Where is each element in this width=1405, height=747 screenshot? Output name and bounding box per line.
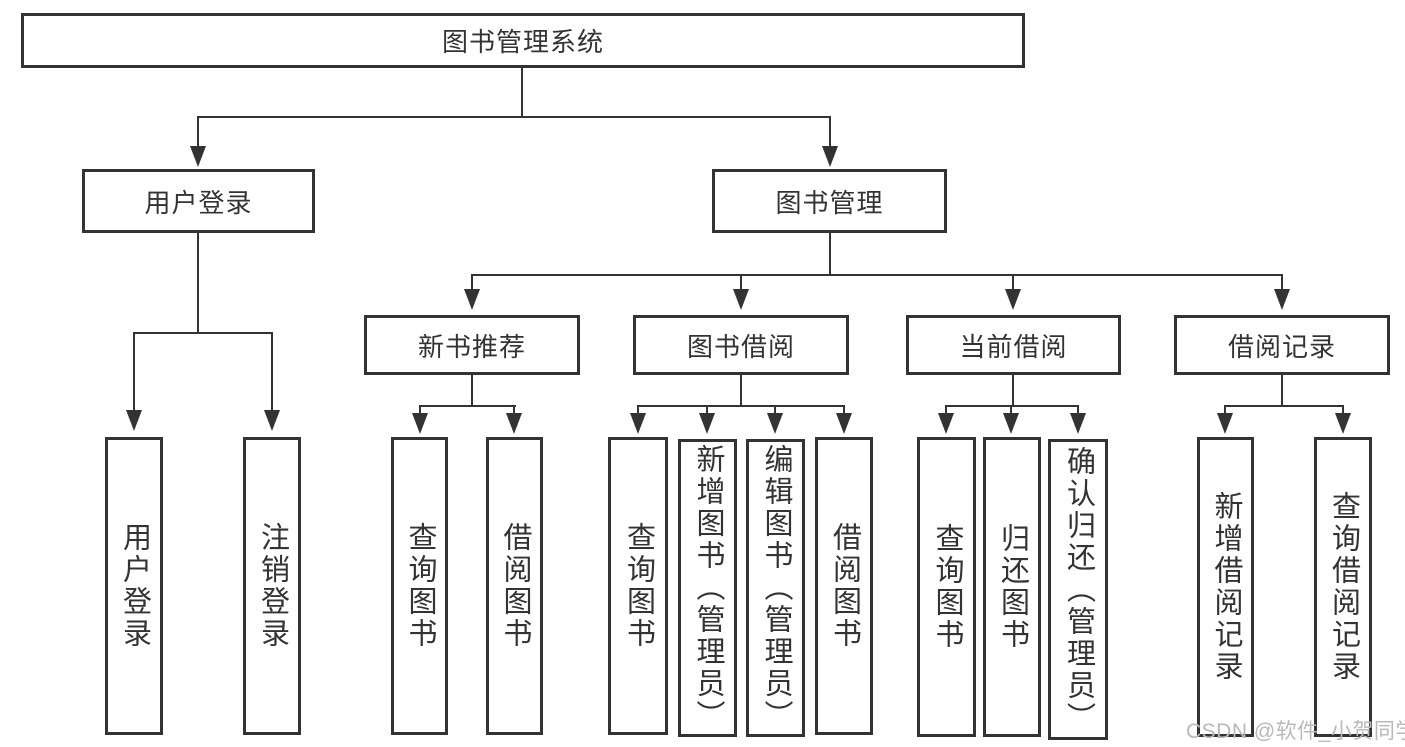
connector-leaf-shaft bbox=[637, 405, 639, 416]
connector-l3-shaft bbox=[1012, 274, 1014, 290]
csdn-watermark: CSDN @软件_小贺同学 bbox=[1186, 720, 1405, 743]
leaf-user-login-label: 用户登录 bbox=[118, 522, 151, 650]
leaf-query-borrow-record: 查询借阅记录 bbox=[1314, 437, 1372, 737]
leaf-confirm-return-admin: 确认归还（管理员） bbox=[1048, 439, 1108, 740]
arrow-down-icon bbox=[836, 413, 852, 434]
connector-bookmgmt-hline bbox=[471, 274, 1283, 276]
arrow-down-icon bbox=[126, 410, 142, 431]
arrow-down-icon bbox=[1217, 413, 1233, 434]
leaf-borrow-books: 借阅图书 bbox=[486, 437, 543, 735]
leaf-edit-books-admin: 编辑图书（管理员） bbox=[746, 439, 805, 737]
connector-newbooks-hline bbox=[419, 405, 516, 407]
connector-l3-shaft bbox=[1281, 274, 1283, 290]
leaf-logout: 注销登录 bbox=[243, 437, 301, 735]
node-book-management: 图书管理 bbox=[712, 169, 947, 233]
leaf-query-books: 查询图书 bbox=[608, 437, 668, 735]
connector-bookmgmt-vline bbox=[829, 233, 831, 276]
connector-root-vline bbox=[521, 68, 523, 118]
connector-current-hline bbox=[945, 405, 1079, 407]
leaf-query-borrow-record-label: 查询借阅记录 bbox=[1327, 491, 1360, 683]
node-library-system-label: 图书管理系统 bbox=[441, 27, 604, 57]
connector-records-vline bbox=[1281, 375, 1283, 407]
connector-leaf-shaft bbox=[271, 332, 273, 411]
node-book-borrowing-label: 图书借阅 bbox=[686, 331, 795, 362]
connector-root-hline bbox=[197, 116, 831, 118]
connector-leaf-shaft bbox=[419, 405, 421, 416]
leaf-query-books-label: 查询图书 bbox=[404, 522, 436, 650]
arrow-down-icon bbox=[1274, 289, 1290, 310]
arrow-down-icon bbox=[412, 413, 428, 434]
arrow-down-icon bbox=[1003, 413, 1019, 434]
connector-leaf-shaft bbox=[1077, 405, 1079, 416]
connector-leaf-shaft bbox=[843, 405, 845, 416]
arrow-down-icon bbox=[733, 289, 749, 310]
node-new-book-recommend-label: 新书推荐 bbox=[417, 331, 526, 362]
connector-leaf-shaft bbox=[1010, 405, 1012, 416]
leaf-borrow-books-label: 借阅图书 bbox=[828, 522, 861, 650]
arrow-down-icon bbox=[464, 289, 480, 310]
leaf-logout-label: 注销登录 bbox=[256, 522, 289, 650]
connector-leaf-shaft bbox=[133, 332, 135, 411]
arrow-down-icon bbox=[767, 413, 783, 434]
node-new-book-recommend: 新书推荐 bbox=[364, 315, 580, 375]
node-borrowing-records-label: 借阅记录 bbox=[1227, 331, 1336, 362]
leaf-return-books: 归还图书 bbox=[983, 437, 1041, 737]
leaf-query-books: 查询图书 bbox=[391, 437, 448, 735]
connector-bookmgmt-shaft bbox=[829, 116, 831, 147]
arrow-down-icon bbox=[822, 146, 838, 167]
node-borrowing-records: 借阅记录 bbox=[1174, 315, 1390, 375]
node-library-system: 图书管理系统 bbox=[21, 13, 1025, 68]
connector-userlogin-shaft bbox=[197, 116, 199, 147]
connector-leaf-shaft bbox=[513, 405, 515, 416]
leaf-borrow-books: 借阅图书 bbox=[815, 437, 873, 735]
leaf-edit-books-admin-label: 编辑图书（管理员） bbox=[760, 444, 792, 732]
connector-userlogin-hline bbox=[133, 332, 273, 334]
connector-borrow-hline bbox=[637, 405, 845, 407]
node-current-borrowing: 当前借阅 bbox=[906, 315, 1121, 375]
connector-userlogin-vline bbox=[197, 233, 199, 334]
leaf-query-books: 查询图书 bbox=[917, 437, 976, 737]
connector-current-vline bbox=[1012, 375, 1014, 407]
connector-leaf-shaft bbox=[774, 405, 776, 416]
leaf-return-books-label: 归还图书 bbox=[996, 523, 1029, 651]
arrow-down-icon bbox=[938, 413, 954, 434]
connector-leaf-shaft bbox=[1224, 405, 1226, 416]
arrow-down-icon bbox=[190, 146, 206, 167]
connector-l3-shaft bbox=[740, 274, 742, 290]
node-user-login: 用户登录 bbox=[82, 169, 315, 233]
connector-leaf-shaft bbox=[945, 405, 947, 416]
node-book-management-label: 图书管理 bbox=[775, 187, 884, 218]
arrow-down-icon bbox=[506, 413, 522, 434]
leaf-query-books-label: 查询图书 bbox=[931, 523, 963, 651]
connector-leaf-shaft bbox=[706, 405, 708, 416]
leaf-borrow-books-label: 借阅图书 bbox=[499, 522, 531, 650]
connector-l3-shaft bbox=[471, 274, 473, 290]
leaf-query-books-label: 查询图书 bbox=[622, 522, 655, 650]
leaf-add-books-admin: 新增图书（管理员） bbox=[678, 439, 737, 737]
node-book-borrowing: 图书借阅 bbox=[633, 315, 849, 375]
arrow-down-icon bbox=[1070, 413, 1086, 434]
leaf-add-borrow-record: 新增借阅记录 bbox=[1197, 437, 1254, 737]
arrow-down-icon bbox=[630, 413, 646, 434]
leaf-user-login: 用户登录 bbox=[105, 437, 163, 735]
node-user-login-label: 用户登录 bbox=[144, 187, 253, 218]
connector-records-hline bbox=[1225, 405, 1344, 407]
arrow-down-icon bbox=[1005, 289, 1021, 310]
arrow-down-icon bbox=[699, 413, 715, 434]
leaf-add-borrow-record-label: 新增借阅记录 bbox=[1210, 491, 1242, 683]
arrow-down-icon bbox=[1335, 413, 1351, 434]
leaf-add-books-admin-label: 新增图书（管理员） bbox=[692, 444, 724, 732]
arrow-down-icon bbox=[264, 410, 280, 431]
connector-borrow-vline bbox=[740, 375, 742, 407]
node-current-borrowing-label: 当前借阅 bbox=[959, 331, 1068, 362]
connector-leaf-shaft bbox=[1342, 405, 1344, 416]
connector-newbooks-vline bbox=[471, 375, 473, 407]
leaf-confirm-return-admin-label: 确认归还（管理员） bbox=[1062, 445, 1095, 734]
